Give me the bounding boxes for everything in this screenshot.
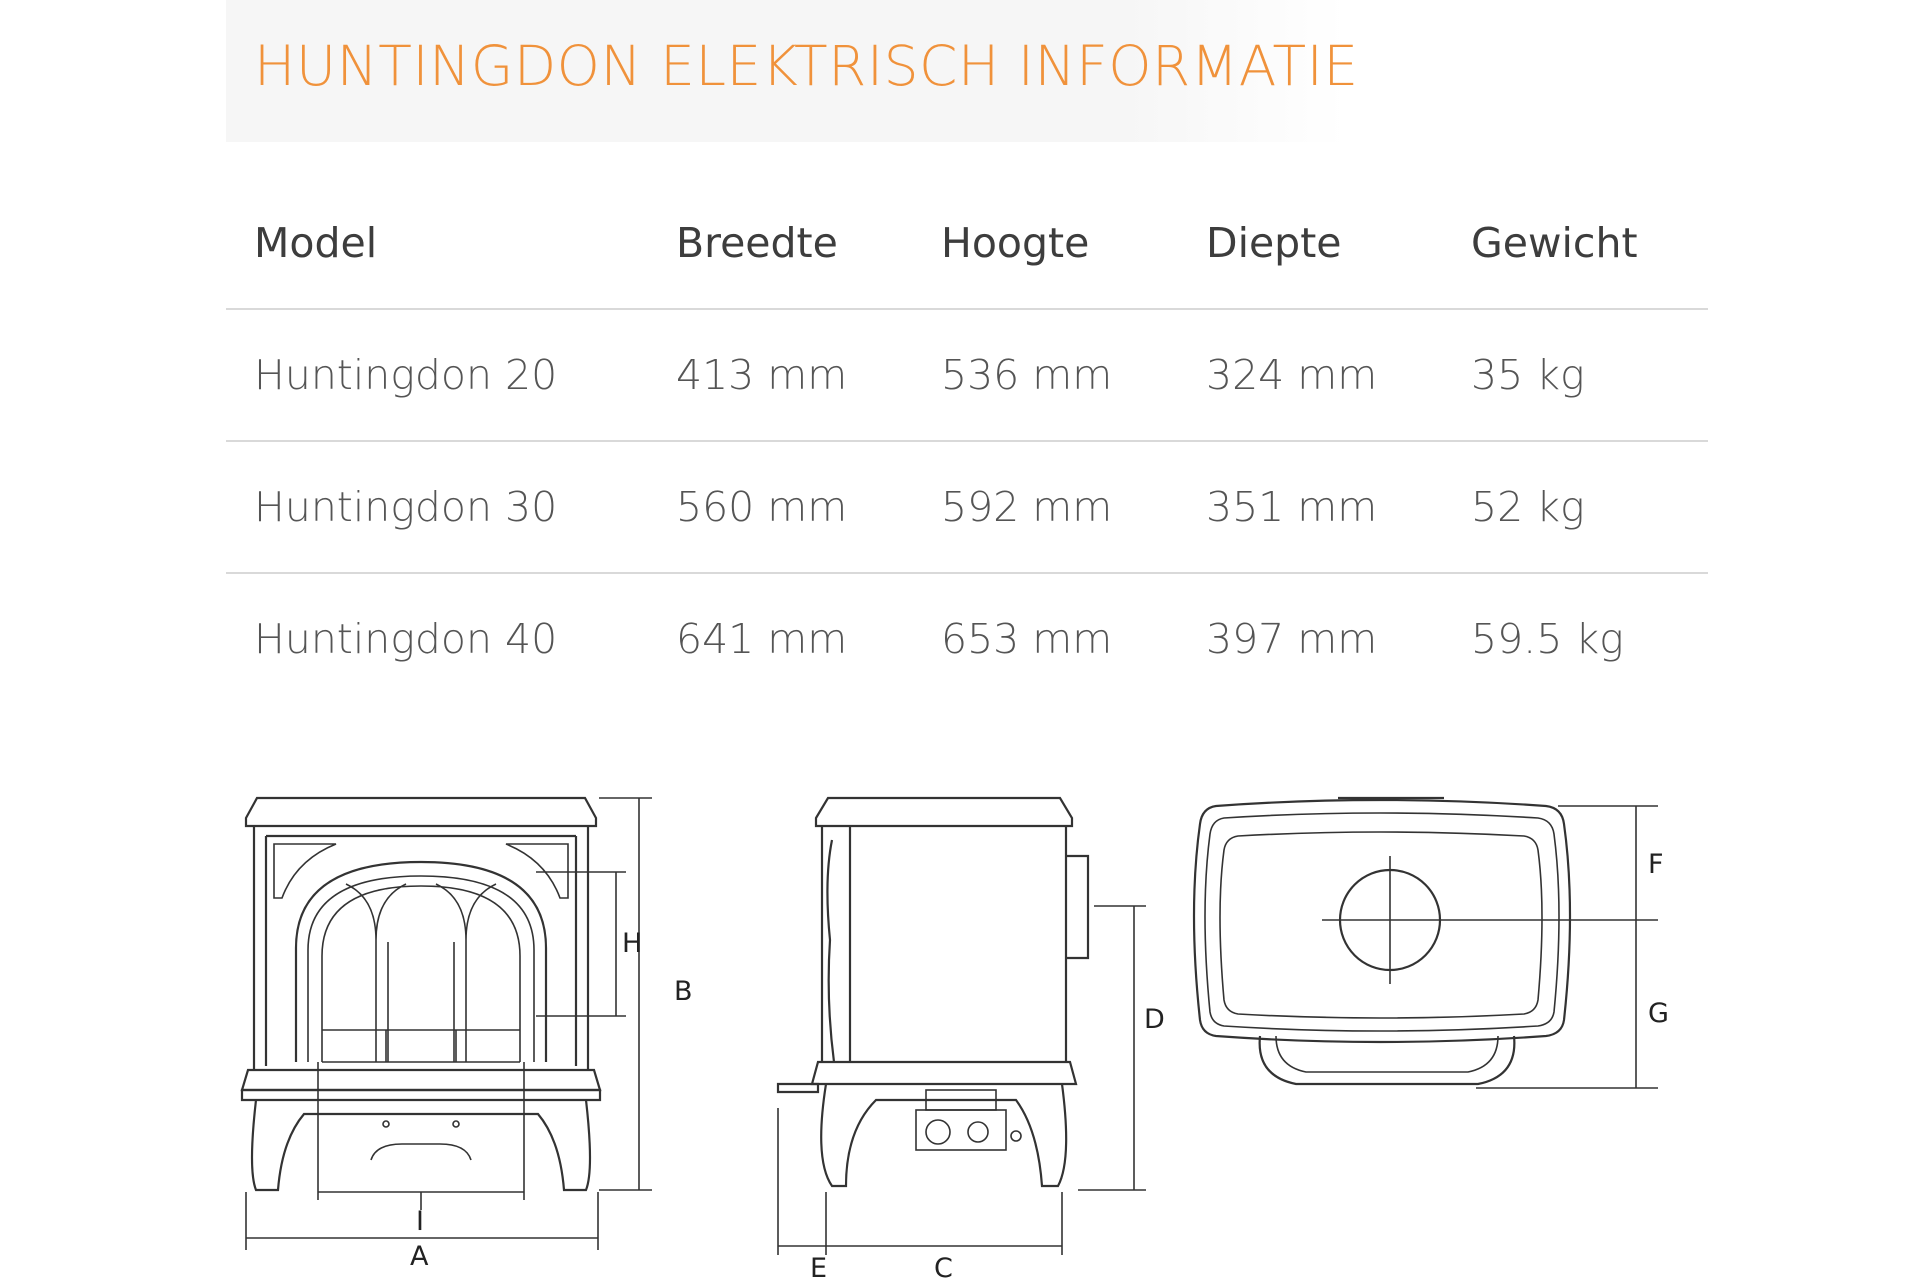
dimension-label-d: D — [1144, 1004, 1165, 1035]
dimension-label-c: C — [934, 1253, 953, 1280]
header-hoogte: Hoogte — [913, 178, 1178, 310]
cell-hoogte: 653 mm — [941, 615, 1113, 663]
header-diepte: Diepte — [1178, 178, 1443, 310]
cell-gewicht: 52 kg — [1443, 441, 1708, 574]
side-view-drawing — [776, 796, 1090, 1188]
cell-gewicht: 59.5 kg — [1471, 615, 1624, 663]
cell-diepte: 324 mm — [1178, 309, 1443, 442]
cell-breedte: 560 mm — [648, 441, 913, 574]
cell-gewicht: 35 kg — [1443, 309, 1708, 442]
top-view-drawing — [1192, 796, 1572, 1086]
dimension-label-f: F — [1648, 849, 1664, 880]
dimension-label-h: H — [622, 928, 642, 959]
table-header-row: Model Breedte Hoogte Diepte Gewicht — [226, 178, 1708, 310]
spec-table: Model Breedte Hoogte Diepte Gewicht Hunt… — [226, 178, 1708, 704]
header-breedte: Breedte — [648, 178, 913, 310]
cell-model: Huntingdon 20 — [226, 309, 648, 442]
cell-breedte: 413 mm — [648, 309, 913, 442]
header-gewicht: Gewicht — [1443, 178, 1708, 310]
dimension-label-a: A — [410, 1241, 429, 1272]
table-row: Huntingdon 20 413 mm 536 mm 324 mm 35 kg — [226, 309, 1708, 442]
dimension-label-e: E — [810, 1253, 827, 1280]
cell-model: Huntingdon 30 — [226, 441, 648, 574]
dimension-lines-side — [777, 905, 1146, 1255]
cell-hoogte: 536 mm — [913, 309, 1178, 442]
dimension-diagram: A B H I E C D — [240, 796, 1669, 1280]
cell-hoogte: 592 mm — [913, 441, 1178, 574]
table-row: Huntingdon 30 560 mm 592 mm 351 mm 52 kg — [226, 441, 1708, 574]
table-row: Huntingdon 40 641 mm 653 mm 397 mm 59.5 … — [226, 573, 1708, 704]
dimension-lines-front — [245, 797, 652, 1250]
dimension-lines-top — [1466, 805, 1658, 1089]
front-view-drawing — [240, 796, 602, 1192]
dimension-label-i: I — [416, 1206, 424, 1237]
cell-breedte: 641 mm — [676, 615, 848, 663]
page-title: HUNTINGDON ELEKTRISCH INFORMATIE — [254, 34, 1359, 98]
cell-diepte: 351 mm — [1178, 441, 1443, 574]
header-model: Model — [226, 178, 648, 310]
cell-model: Huntingdon 40 — [254, 615, 558, 663]
dimension-label-g: G — [1648, 998, 1669, 1029]
title-bar: HUNTINGDON ELEKTRISCH INFORMATIE — [226, 0, 1358, 142]
cell-diepte: 397 mm — [1206, 615, 1378, 663]
dimension-label-b: B — [674, 976, 693, 1007]
